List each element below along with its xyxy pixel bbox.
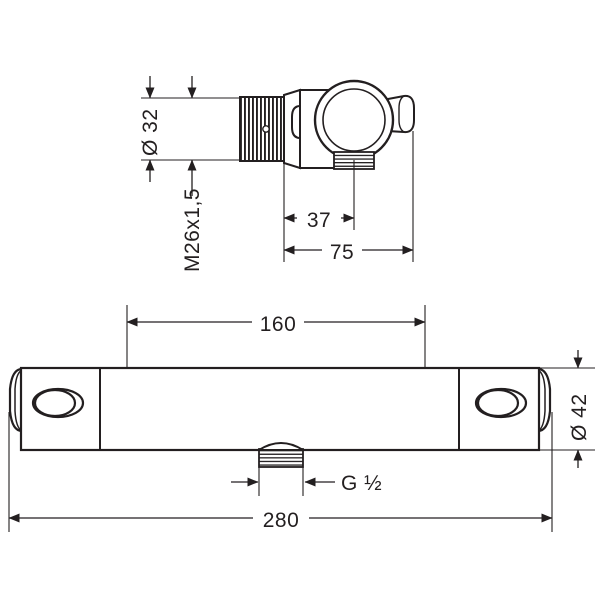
dimension-m26: M26x1,5 [181,76,204,272]
dimension-g-half: G ½ [231,467,382,496]
bar-right-end-inner-line [537,369,546,432]
right-nub-inner-line [398,95,405,133]
front-view-upper-extensions [126,305,426,372]
dimension-label-160: 160 [260,313,297,336]
threaded-connector [239,96,285,162]
thread-hatching [239,96,285,162]
dimension-label-g-half: G ½ [341,472,382,495]
mixer-bar [8,366,552,468]
left-spigot-nub [291,104,301,140]
right-inlet-marking [474,387,528,419]
dimension-dia42: Ø 42 [539,350,595,468]
dimension-label-m26: M26x1,5 [181,188,204,272]
right-nub-outline [387,94,415,134]
right-spigot-nub [387,94,415,134]
dimension-label-37: 37 [307,209,331,232]
dimension-280: 280 [8,505,553,532]
dia42-label-bg [566,372,592,448]
dimension-label-dia42: Ø 42 [568,393,591,441]
d160-label-bg [252,309,304,335]
outlet-dome [255,442,307,451]
bar-right-end-cap [536,367,552,433]
round-handle-cap [313,79,395,161]
bar-left-end-inner-line [14,369,23,432]
right-inlet-inner-ellipse [476,388,520,418]
left-inlet-inner-ellipse [33,388,77,418]
front-view-lower-extensions [8,412,553,532]
handle-inner-circle [322,88,386,152]
d75-label-bg [322,237,362,263]
center-outlet [255,442,307,468]
connector-port-hole [262,125,270,133]
dimension-160: 160 [126,309,426,336]
outlet-thread-ribs [258,448,304,468]
d280-label-bg [253,505,309,531]
bar-left-end-cap [8,367,24,433]
left-nub-inner-line [291,106,298,138]
dimension-75: 75 [283,237,414,264]
dimension-label-280: 280 [263,509,300,532]
d37-label-bg [297,205,341,231]
dimension-label-dia32: Ø 32 [139,108,162,156]
dimension-dia32: Ø 32 [139,76,162,182]
dimension-label-75: 75 [330,241,354,264]
bar-body [19,366,541,452]
left-inlet-marking [31,387,85,419]
dimension-37: 37 [283,205,355,232]
top-view-group: Ø 32 M26x1,5 [139,76,415,272]
front-view-group: 160 [8,305,595,532]
